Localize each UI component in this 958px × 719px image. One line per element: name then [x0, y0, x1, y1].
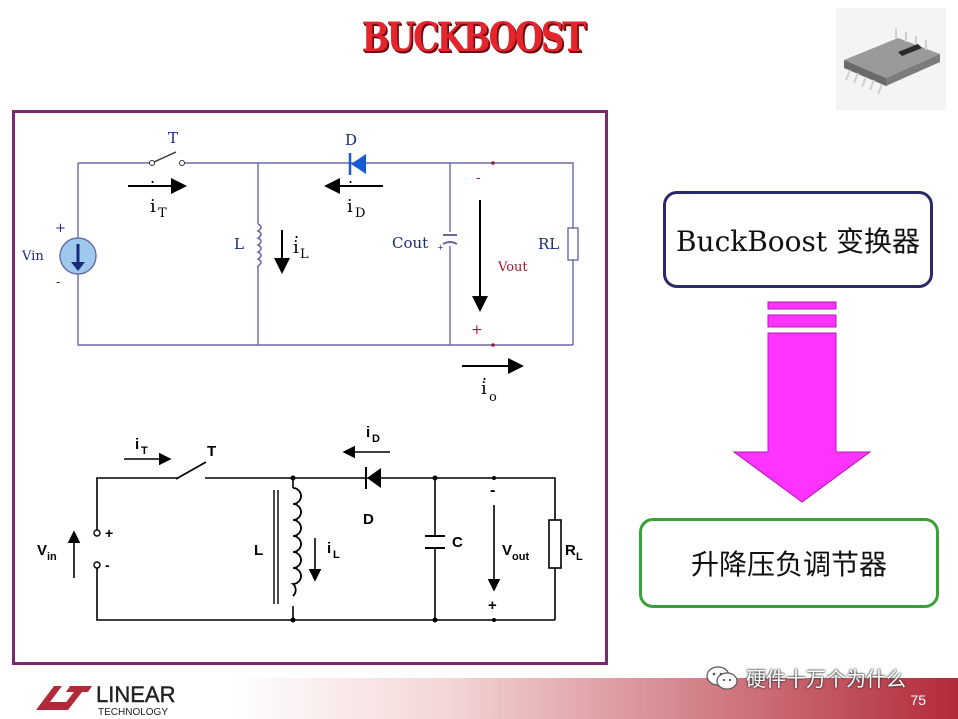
bottom-capacitor-label: C: [452, 534, 463, 551]
bottom-load: [548, 519, 562, 569]
logo-brand-sub: TECHNOLOGY: [98, 707, 168, 718]
logo-brand: LINEAR: [96, 682, 175, 707]
slide-title: BUCKBOOST: [361, 14, 587, 61]
bottom-load-label: R: [565, 542, 576, 559]
bottom-circuit: T i T D i D + - V in L i L C: [37, 424, 583, 623]
bottom-diode-current-sub: D: [372, 433, 380, 445]
output-terminal: [491, 343, 495, 347]
dot: .: [482, 365, 487, 384]
load-label: RL: [538, 235, 559, 253]
dot: .: [294, 223, 299, 242]
diode-label: D: [345, 131, 357, 149]
source-label: Vin: [21, 249, 44, 264]
buckboost-converter-box: BuckBoost 变换器: [663, 191, 933, 288]
bottom-source-terminal: [93, 529, 101, 537]
junction-dot: [432, 475, 438, 481]
diagram-frame: [12, 110, 608, 665]
bottom-inductor-label: L: [254, 542, 263, 559]
output-minus: -: [476, 170, 481, 186]
diode-current-label: i: [347, 196, 353, 217]
linear-technology-logo: LINEAR TECHNOLOGY: [36, 682, 176, 718]
chip-image: [836, 8, 946, 110]
inductor-current-label: i: [293, 237, 299, 258]
junction-dot: [290, 475, 296, 481]
bottom-output-terminal: [492, 476, 496, 480]
dot: .: [348, 168, 353, 187]
output-current-sub: o: [489, 390, 497, 405]
watermark-text: 硬件十万个为什么: [746, 667, 906, 691]
output-voltage-label: Vout: [497, 260, 528, 275]
top-inductor: [256, 223, 262, 268]
switch-contact: [149, 160, 155, 166]
bottom-load-sub: L: [576, 551, 583, 563]
source-minus: -: [56, 275, 60, 290]
capacitor-label: Cout: [392, 234, 428, 252]
bottom-inductor: [290, 487, 302, 597]
source-plus: +: [55, 221, 66, 236]
cap-plus: +: [437, 243, 444, 252]
output-plus: +: [471, 322, 483, 338]
bottom-inductor-current-sub: L: [333, 549, 340, 561]
switch-blade: [153, 151, 177, 163]
bottom-output-voltage-sub: out: [512, 551, 529, 563]
wechat-icon: [706, 665, 738, 690]
bottom-source-sub: in: [47, 551, 57, 563]
watermark: 硬件十万个为什么: [706, 663, 906, 692]
bottom-output-minus: -: [490, 482, 495, 499]
footer-band: [230, 678, 958, 719]
bottom-source-terminal: [93, 561, 101, 569]
bottom-switch-current-label: i: [135, 436, 139, 453]
bottom-switch-blade: [175, 461, 207, 480]
top-diode: [348, 153, 366, 175]
top-circuit: T . i T D . i D + Vin - L . i L: [21, 129, 579, 405]
inductor-label: L: [234, 235, 244, 253]
bottom-source-label: V: [37, 542, 47, 559]
dot: .: [150, 168, 155, 187]
top-wires: [77, 162, 574, 346]
bottom-diode: [365, 467, 381, 489]
switch-current-sub: T: [158, 206, 167, 221]
top-capacitor-plate: [442, 241, 458, 245]
bottom-switch-label: T: [207, 443, 216, 460]
bottom-source-plus: +: [105, 525, 113, 541]
bottom-diode-label: D: [363, 511, 374, 528]
bottom-inductor-current-label: i: [327, 540, 331, 557]
bottom-wires: [96, 477, 556, 621]
page-number: 75: [910, 692, 926, 708]
bottom-source-minus: -: [105, 557, 110, 573]
switch-contact: [179, 160, 185, 166]
bottom-output-voltage-label: V: [502, 542, 512, 559]
bottom-output-plus: +: [488, 597, 497, 614]
bottom-switch-current-sub: T: [141, 445, 148, 457]
inductor-current-sub: L: [300, 247, 309, 262]
switch-label: T: [168, 129, 178, 147]
top-load: [567, 227, 579, 261]
output-current-label: i: [481, 378, 487, 399]
regulator-box: 升降压负调节器: [639, 518, 939, 608]
switch-current-label: i: [150, 196, 156, 217]
junction-dot: [432, 617, 438, 623]
current-source: [59, 237, 97, 275]
down-arrow: [732, 301, 872, 503]
bottom-diode-current-label: i: [366, 424, 370, 441]
diode-current-sub: D: [355, 206, 365, 221]
output-terminal: [491, 161, 495, 165]
junction-dot: [290, 617, 296, 623]
bottom-output-terminal: [492, 618, 496, 622]
